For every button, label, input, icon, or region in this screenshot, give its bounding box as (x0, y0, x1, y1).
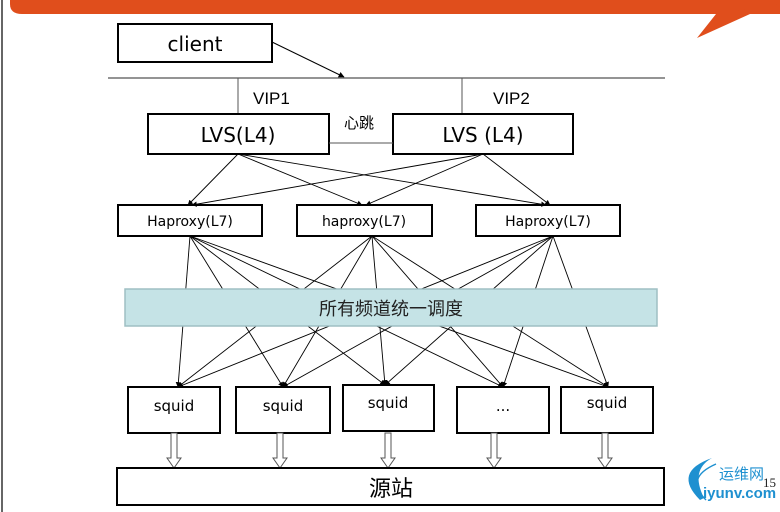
down-arrow-icon-4 (486, 432, 502, 469)
client-label: client (168, 32, 223, 56)
origin-label: 源站 (369, 477, 413, 502)
cache-layer: squid squid squid ... squid (127, 384, 654, 434)
cache-box-1 (127, 386, 221, 434)
cache-label-5: squid (587, 394, 628, 412)
cache-label-4: ... (496, 397, 510, 415)
cache-to-origin-arrows (166, 432, 613, 469)
header-bar (10, 0, 780, 14)
client-box (117, 23, 273, 63)
haproxy-label-2: haproxy(L7) (322, 214, 406, 230)
origin-box (116, 467, 665, 506)
lvs-box-2 (392, 113, 574, 155)
edge-lvs2-haproxy1 (191, 153, 484, 207)
haproxy-label-1: Haproxy(L7) (147, 214, 233, 230)
cache-label-2: squid (263, 397, 304, 415)
haproxy-box-1 (117, 204, 263, 237)
page-number: 15 (763, 475, 776, 490)
cache-label-1: squid (154, 397, 195, 415)
down-arrow-icon-2 (272, 432, 288, 469)
lvs-label-2: LVS (L4) (442, 123, 523, 147)
scheduler-band (124, 288, 658, 327)
vip1-label: VIP1 (253, 89, 290, 108)
edge-lvs1-haproxy3 (237, 153, 547, 207)
cache-label-3: squid (368, 394, 409, 412)
cache-box-5 (560, 386, 654, 434)
cache-box-2 (235, 386, 331, 434)
cache-box-4 (456, 386, 550, 434)
haproxy-layer: Haproxy(L7) haproxy(L7) Haproxy(L7) (117, 204, 621, 237)
client-arrow (271, 41, 345, 78)
edge-lvs2-haproxy3 (482, 153, 551, 206)
watermark-logo: 运维网 iyunv.com (688, 458, 776, 502)
edge-lvs1-haproxy1 (187, 153, 239, 206)
watermark-swoosh-icon (688, 458, 712, 500)
heartbeat-label: 心跳 (344, 114, 374, 132)
vip2-label: VIP2 (493, 89, 530, 108)
haproxy-label-3: Haproxy(L7) (505, 214, 591, 230)
haproxy-box-2 (296, 204, 433, 237)
cache-box-3 (342, 384, 435, 432)
scheduler-label: 所有频道统一调度 (319, 299, 463, 320)
watermark-swoosh-icon-2 (696, 463, 717, 501)
watermark-brand-url: iyunv.com (703, 485, 776, 502)
edge-lvs1-haproxy2 (237, 153, 363, 206)
down-arrow-icon-3 (380, 432, 396, 469)
header-tail (697, 4, 780, 38)
edge-lvs2-haproxy2 (365, 153, 484, 206)
down-arrow-icon-1 (166, 432, 182, 469)
lvs-label-1: LVS(L4) (201, 123, 276, 147)
down-arrow-icon-5 (597, 432, 613, 469)
haproxy-box-3 (475, 204, 621, 237)
watermark-brand-cn: 运维网 (719, 465, 764, 483)
lvs-to-haproxy-edges (187, 153, 551, 207)
